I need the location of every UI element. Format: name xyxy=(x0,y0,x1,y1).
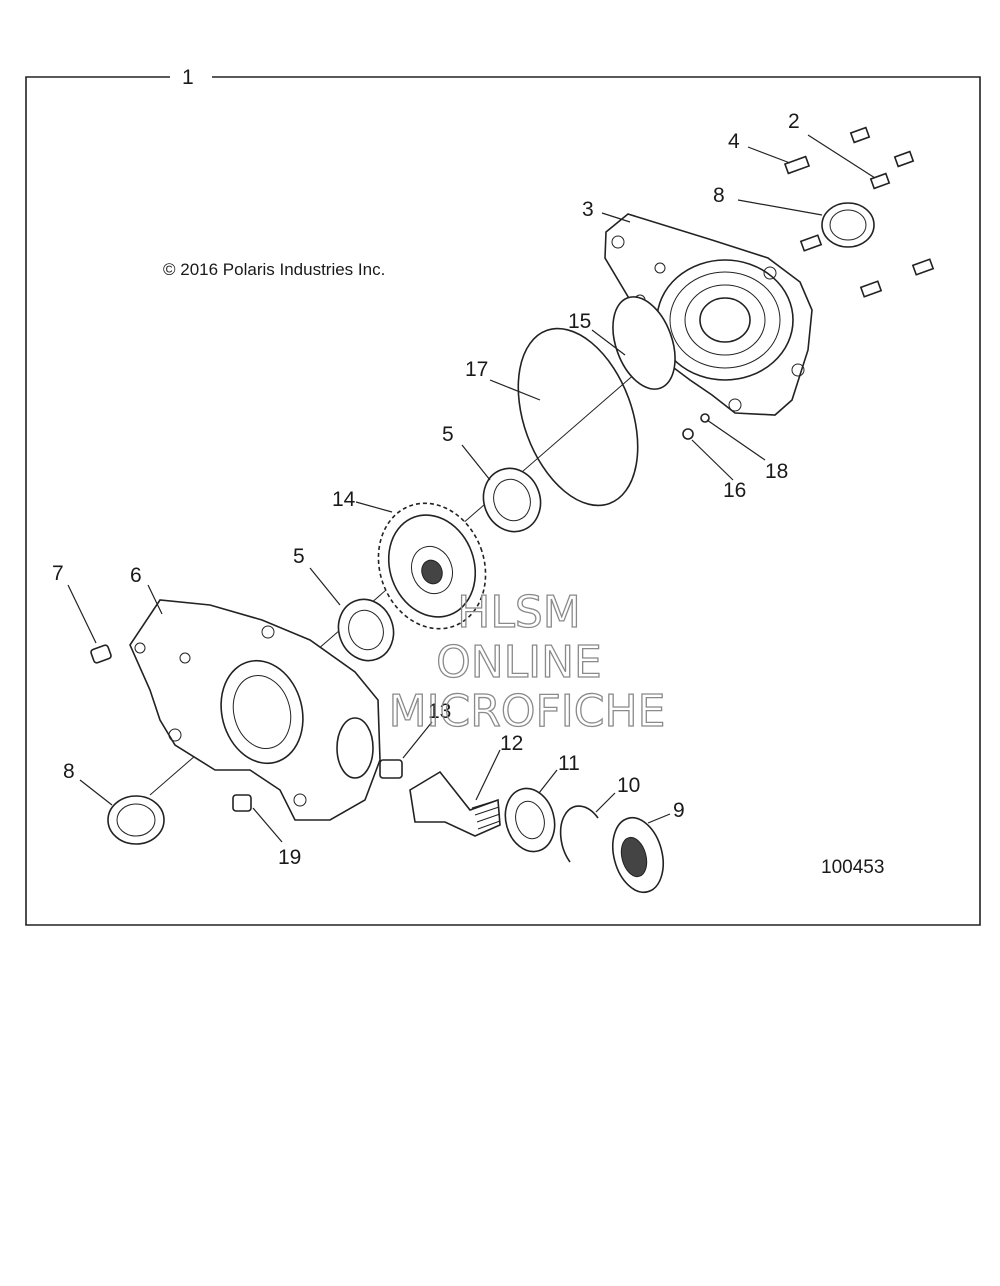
ring-gear-icon xyxy=(377,502,487,630)
callout-17: 17 xyxy=(465,358,488,381)
oil-seal-icon xyxy=(821,202,875,248)
callout-10: 10 xyxy=(617,774,640,797)
snap-ring-icon xyxy=(559,805,599,863)
callout-3: 3 xyxy=(582,198,594,221)
callout-9: 9 xyxy=(673,799,685,822)
assembly-frame xyxy=(25,76,981,926)
pinion-seal-icon xyxy=(612,816,664,894)
callout-11: 11 xyxy=(558,752,580,775)
callout-4: 4 xyxy=(728,130,740,153)
figure-id: 100453 xyxy=(821,857,884,878)
callout-14: 14 xyxy=(332,488,356,511)
oil-seal-icon-lower xyxy=(107,795,165,845)
callout-8a: 8 xyxy=(713,184,725,207)
right-cover-housing xyxy=(604,213,813,416)
watermark: HLSM ONLINE MICROFICHE xyxy=(388,586,666,737)
watermark-line-3: MICROFICHE xyxy=(389,686,666,737)
o-ring-icon xyxy=(612,296,676,390)
large-o-ring-icon xyxy=(517,327,639,507)
callout-8b: 8 xyxy=(63,760,75,783)
bearing-icon xyxy=(482,467,542,533)
callout-19: 19 xyxy=(278,846,301,869)
assembly-number: 1 xyxy=(182,66,194,89)
copyright-notice: © 2016 Polaris Industries Inc. xyxy=(163,260,385,279)
bolt-icon xyxy=(783,126,935,298)
callout-13: 13 xyxy=(428,700,451,723)
watermark-line-1: HLSM xyxy=(457,587,581,638)
pinion-shaft-icon xyxy=(379,759,501,837)
callout-5b: 5 xyxy=(293,545,305,568)
callout-6: 6 xyxy=(130,564,142,587)
callout-2: 2 xyxy=(788,110,800,133)
dowel-pin-icon xyxy=(682,428,694,440)
bearing-icon-lower xyxy=(337,598,395,662)
callout-16: 16 xyxy=(723,479,746,502)
callout-18: 18 xyxy=(765,460,788,483)
watermark-line-2: ONLINE xyxy=(436,637,602,688)
pinion-bearing-icon xyxy=(504,787,556,853)
callout-15: 15 xyxy=(568,310,591,333)
leader-lines xyxy=(67,134,876,843)
fill-plug-icon xyxy=(232,794,252,812)
callout-12: 12 xyxy=(500,732,523,755)
callout-5a: 5 xyxy=(442,423,454,446)
callout-labels: 2 3 4 5 5 6 7 8 8 9 10 11 12 13 14 15 16… xyxy=(52,110,800,869)
drain-plug-icon xyxy=(90,644,112,664)
main-gearcase-housing xyxy=(129,599,381,821)
callout-7: 7 xyxy=(52,562,64,585)
